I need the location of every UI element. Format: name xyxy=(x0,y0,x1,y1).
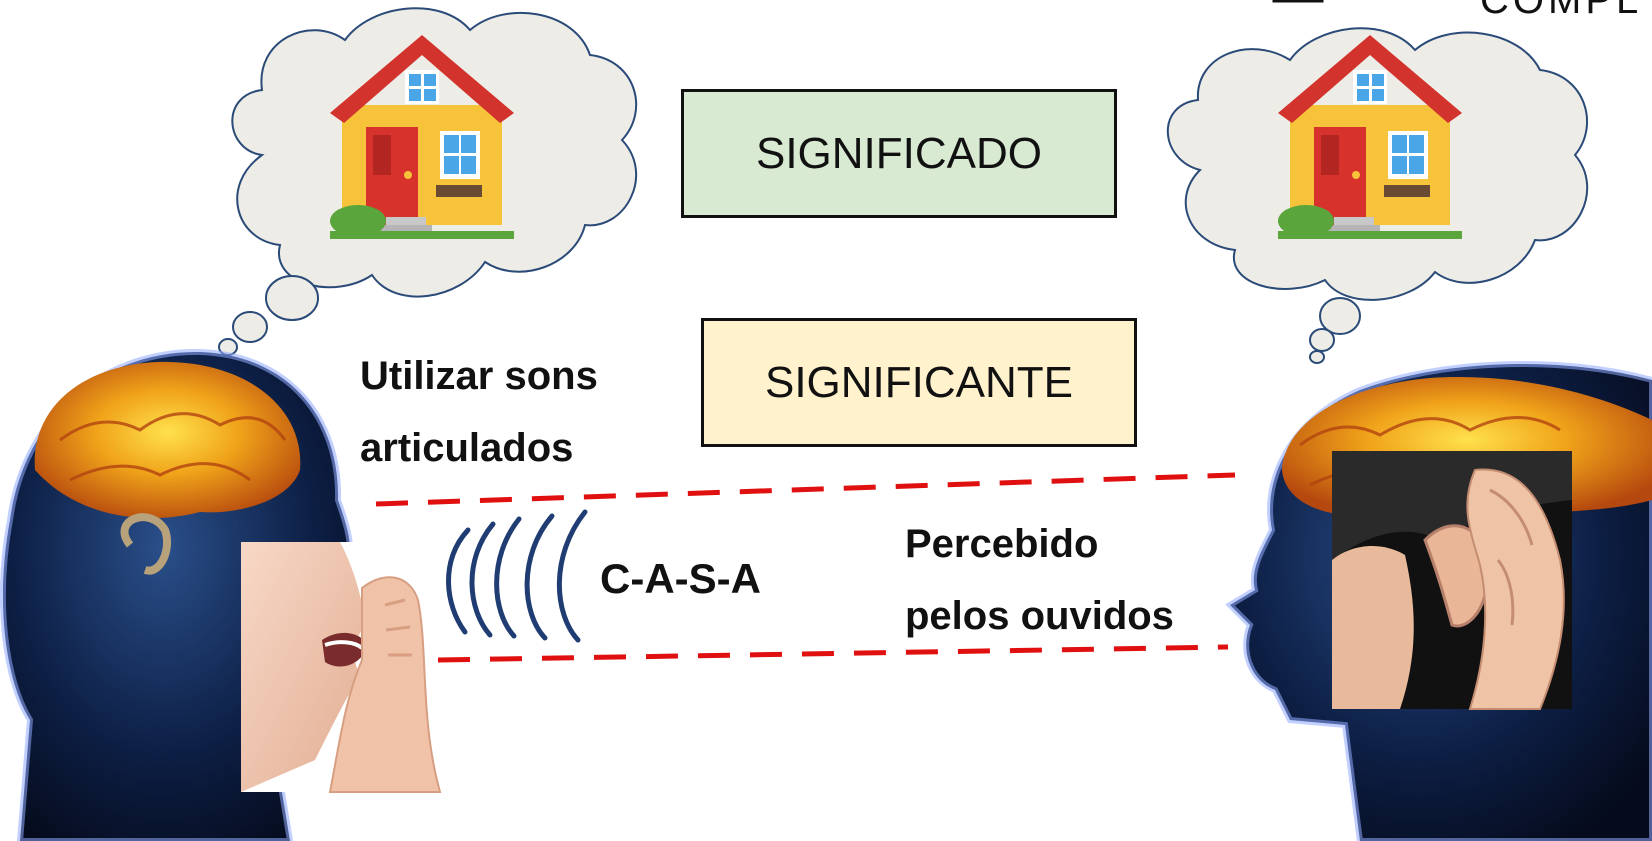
utilizar-line-2: articulados xyxy=(360,426,574,470)
cutoff-box xyxy=(1272,0,1324,3)
significante-box: SIGNIFICANTE xyxy=(701,318,1137,447)
utilizar-line-1: Utilizar sons xyxy=(360,354,598,398)
significado-box: SIGNIFICADO xyxy=(681,89,1117,218)
utilizar-sons-label: Utilizar sons articulados xyxy=(360,340,598,484)
significado-label: SIGNIFICADO xyxy=(755,128,1043,178)
dashed-line-bottom xyxy=(437,644,1229,663)
significante-label: SIGNIFICANTE xyxy=(764,357,1074,407)
corner-cutoff-text: COMPL xyxy=(1480,0,1643,22)
casa-label: C-A-S-A xyxy=(600,555,761,602)
dashed-line-top xyxy=(375,472,1236,507)
percebido-line-2: pelos ouvidos xyxy=(905,594,1174,638)
sound-waves-icon xyxy=(446,509,588,643)
ear-icon xyxy=(1332,451,1572,710)
percebido-line-1: Percebido xyxy=(905,522,1099,566)
mouth-icon xyxy=(241,542,442,793)
percebido-label: Percebido pelos ouvidos xyxy=(905,508,1174,652)
